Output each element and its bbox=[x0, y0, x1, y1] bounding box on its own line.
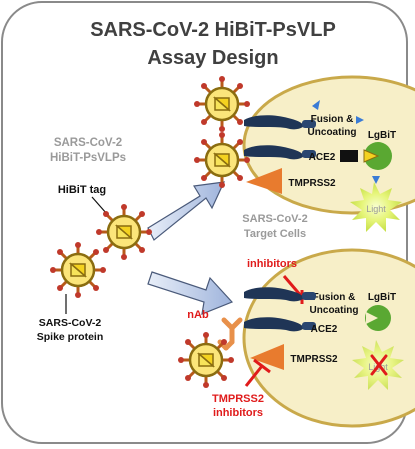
title-line1: SARS-CoV-2 HiBiT-PsVLP bbox=[90, 19, 336, 41]
spike-label-line1: SARS-CoV-2 bbox=[39, 317, 102, 329]
light-blocked-x-icon bbox=[370, 354, 388, 376]
bottom-fusion-line1: Fusion & bbox=[313, 292, 356, 303]
bottom-lgbit-label: LgBiT bbox=[368, 292, 396, 303]
top-light-burst bbox=[350, 182, 402, 232]
top-light-label: Light bbox=[366, 204, 386, 214]
tmprss2-inhibitors-line1: TMPRSS2 bbox=[212, 393, 264, 405]
psvlp-label-line2: HiBiT-PsVLPs bbox=[50, 152, 126, 164]
top-down-arrow bbox=[372, 176, 380, 184]
virus-top-2 bbox=[192, 130, 252, 190]
virus-hibit bbox=[94, 202, 154, 262]
bottom-inhibitors-label: inhibitors bbox=[247, 258, 297, 270]
hibit-tag-label: HiBiT tag bbox=[58, 184, 106, 196]
top-hibit-bound bbox=[363, 149, 380, 163]
top-tmprss2-label: TMPRSS2 bbox=[288, 178, 336, 189]
top-lgbit-label: LgBiT bbox=[368, 130, 396, 141]
arrow-to-bottom-cell bbox=[147, 271, 234, 315]
bottom-fusion-line2: Uncoating bbox=[310, 305, 359, 316]
top-fusion-arrow bbox=[312, 100, 320, 110]
top-black-block bbox=[340, 150, 358, 162]
top-fusion-line2: Uncoating bbox=[308, 127, 357, 138]
top-ace2-label: ACE2 bbox=[309, 152, 336, 163]
nab-antibody-icon bbox=[217, 317, 243, 351]
virus-bottom bbox=[176, 330, 236, 390]
nab-label: nAb bbox=[187, 309, 209, 321]
target-cells-label-line2: Target Cells bbox=[244, 228, 306, 240]
virus-top-1 bbox=[192, 74, 252, 134]
top-fusion-line1: Fusion & bbox=[311, 114, 354, 125]
target-cells-label-line1: SARS-CoV-2 bbox=[242, 213, 307, 225]
target-cell-top bbox=[242, 75, 415, 215]
psvlp-label-line1: SARS-CoV-2 bbox=[54, 137, 122, 149]
bottom-fusion-block-stem bbox=[282, 275, 304, 298]
virus-spike bbox=[48, 240, 108, 300]
tmprss2-inhibit-stem bbox=[244, 365, 264, 387]
bottom-ace2-label: ACE2 bbox=[311, 324, 338, 335]
tmprss2-inhibitors-line2: inhibitors bbox=[213, 407, 263, 419]
tmprss2-bottom bbox=[250, 344, 284, 370]
bottom-tmprss2-label: TMPRSS2 bbox=[290, 354, 338, 365]
bottom-lgbit-notch bbox=[366, 312, 378, 324]
tmprss2-inhibit-bar bbox=[253, 358, 271, 374]
top-lgbit-arrow bbox=[356, 116, 364, 124]
tmprss2-top bbox=[246, 168, 282, 194]
arrow-to-top-cell bbox=[147, 181, 226, 241]
title-line2: Assay Design bbox=[147, 47, 278, 69]
spike-label-line2: Spike protein bbox=[37, 331, 104, 343]
